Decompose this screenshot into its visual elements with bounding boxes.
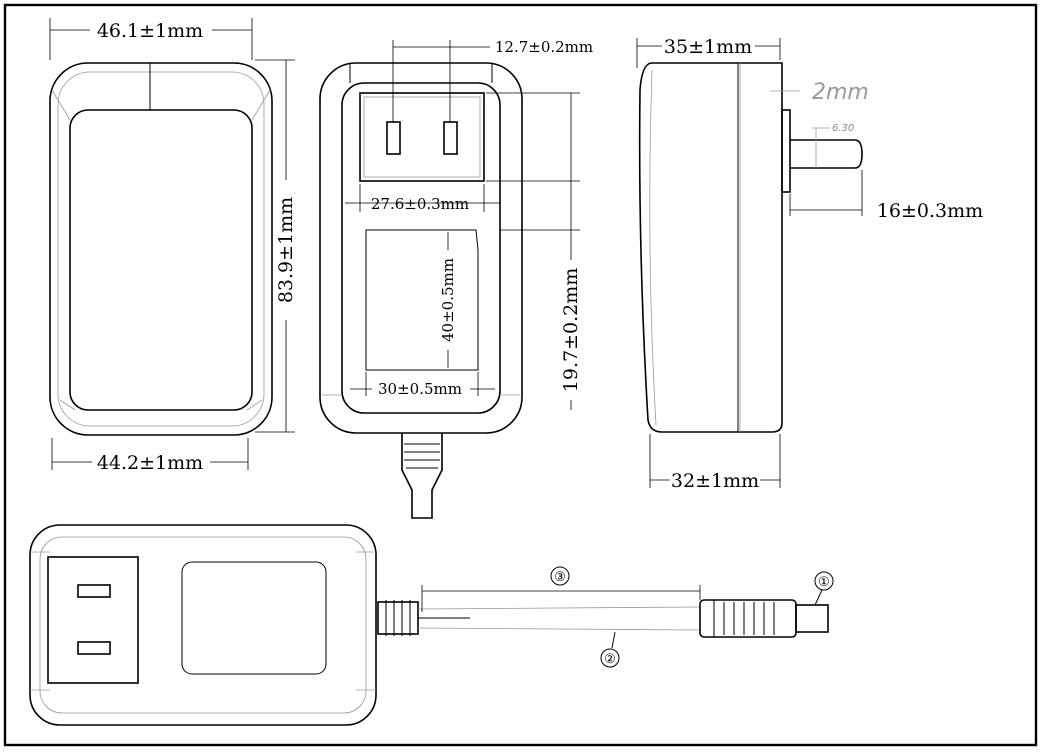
- side-view: 6.30 2mm 16±0.3mm 35±1mm 32±1mm: [636, 36, 983, 492]
- callout-3: ③: [554, 570, 566, 585]
- label-width-label: 30±0.5mm: [378, 380, 462, 398]
- label-height-label: 40±0.5mm: [439, 258, 457, 342]
- plug-pin-right: [443, 121, 458, 155]
- bottom-view: ③ ② ①: [29, 524, 834, 726]
- plug-offset-label: 19.7±0.2mm: [560, 268, 582, 392]
- front-height-label: 83.9±1mm: [275, 197, 297, 303]
- side-top-depth-label: 35±1mm: [664, 36, 752, 58]
- front-bottom-width-label: 44.2±1mm: [97, 452, 203, 474]
- front-view: 46.1±1mm 44.2±1mm 83.9±1mm: [49, 18, 297, 474]
- pin-small-label: 6.30: [832, 123, 854, 134]
- bottom-pin-bottom: [77, 641, 111, 655]
- back-view: 12.7±0.2mm 27.6±0.3mm 40±0.5mm 30±0.5mm …: [319, 38, 593, 519]
- plug-pin-left: [386, 121, 401, 155]
- pin-spacing-label: 12.7±0.2mm: [495, 38, 593, 56]
- front-top-width-label: 46.1±1mm: [97, 20, 203, 42]
- plug-width-label: 27.6±0.3mm: [371, 195, 469, 213]
- side-bottom-depth-label: 32±1mm: [671, 470, 759, 492]
- callout-2: ②: [604, 652, 616, 667]
- pin-thickness-label: 2mm: [812, 80, 869, 105]
- drawing-border: [3, 3, 1038, 747]
- bottom-pin-top: [77, 584, 111, 598]
- callout-1: ①: [818, 575, 830, 590]
- pin-length-label: 16±0.3mm: [877, 200, 983, 222]
